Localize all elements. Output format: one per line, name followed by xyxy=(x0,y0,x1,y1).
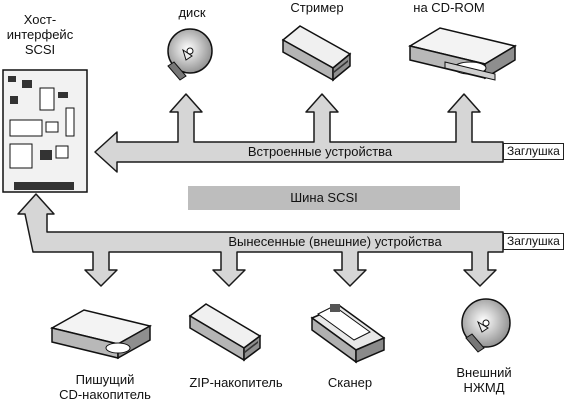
cd-writer-label: Пишущий CD-накопитель xyxy=(50,372,160,402)
scanner-icon xyxy=(310,304,386,364)
internal-bus-arrow xyxy=(94,93,504,173)
host-interface-label: Хост- интерфейс SCSI xyxy=(2,12,78,57)
scsi-bus-bar xyxy=(188,186,460,210)
cd-writer-label-line2: CD-накопитель xyxy=(59,387,151,402)
zip-drive-label: ZIP-накопитель xyxy=(189,375,283,390)
external-hdd-label: Внешний НЖМД xyxy=(446,365,522,395)
external-hdd-label-line2: НЖМД xyxy=(463,380,505,395)
external-hdd-label-line1: Внешний xyxy=(456,365,512,380)
cdrom-label: на CD-ROM xyxy=(413,0,485,15)
tape-streamer-icon xyxy=(281,25,352,82)
host-label-line3: SCSI xyxy=(24,42,56,57)
external-terminator: Заглушка xyxy=(503,233,564,250)
zip-drive-icon xyxy=(188,303,262,362)
cdrom-drive-icon xyxy=(408,27,517,81)
host-adapter-card-icon xyxy=(2,69,88,193)
internal-terminator: Заглушка xyxy=(503,143,564,160)
scsi-bus-label: Шина SCSI xyxy=(290,190,358,205)
internal-bus-label: Встроенные устройства xyxy=(247,144,393,159)
streamer-label: Стример xyxy=(290,0,344,15)
host-label-line2: интерфейс xyxy=(6,27,74,42)
external-bus-label: Вынесенные (внешние) устройства xyxy=(228,234,442,249)
host-label-line1: Хост- xyxy=(23,12,57,27)
scanner-label: Сканер xyxy=(327,375,373,390)
cd-writer-label-line1: Пишущий xyxy=(75,372,135,387)
hard-disk-icon xyxy=(167,28,213,81)
disk-label: диск xyxy=(178,5,206,20)
cd-writer-icon xyxy=(49,309,153,360)
external-hdd-icon xyxy=(461,298,511,353)
external-bus-arrow xyxy=(17,193,504,287)
